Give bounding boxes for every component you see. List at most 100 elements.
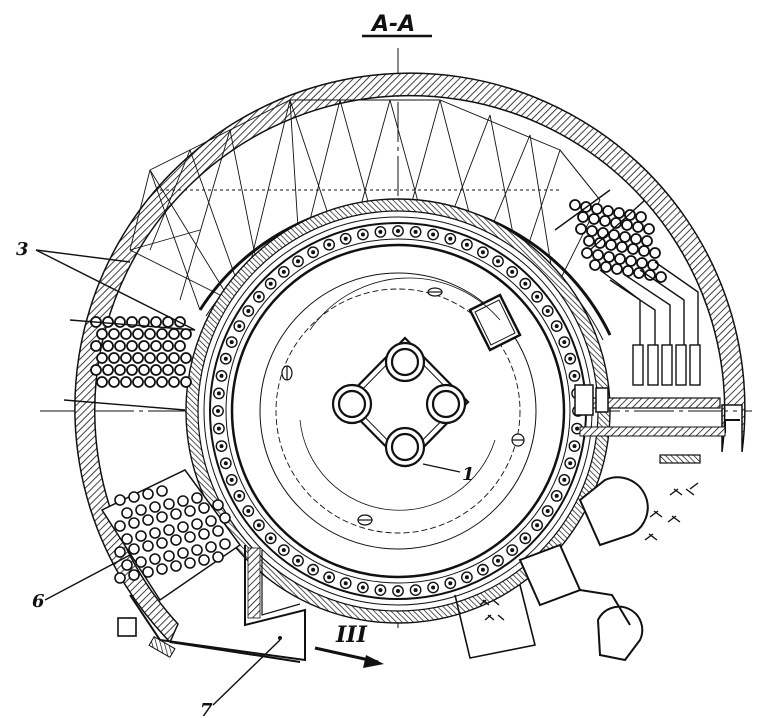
channel-tube-core <box>523 281 528 286</box>
bundle-tube <box>647 259 659 271</box>
bundle-tube <box>142 540 154 552</box>
bundle-tube <box>156 537 168 549</box>
bundle-tube <box>616 241 628 253</box>
bundle-tube <box>581 247 593 259</box>
bundle-tube <box>212 551 224 563</box>
channel-tube-core <box>281 269 286 274</box>
channel-tube-core <box>572 444 577 449</box>
bundle-tube <box>569 199 581 211</box>
channel-tube-core <box>360 232 365 237</box>
bundle-tube <box>163 550 175 562</box>
outlet-duct <box>574 384 740 464</box>
channel-tube-core <box>431 232 436 237</box>
bundle-tube <box>156 511 168 523</box>
bundle-tube <box>589 259 601 271</box>
bundle-tube <box>156 376 168 388</box>
bundle-tube <box>96 376 108 388</box>
channel-tube-core <box>575 426 580 431</box>
channel-tube-core <box>562 340 567 345</box>
inspection-hatch <box>468 293 522 352</box>
bundle-tube <box>177 547 189 559</box>
channel-tube-core <box>343 236 348 241</box>
channel-tube-core <box>554 493 559 498</box>
channel-tube-core <box>311 250 316 255</box>
bundle-tube <box>168 328 180 340</box>
bundle-tube <box>625 255 637 267</box>
bundle-tube <box>144 352 156 364</box>
bundle-tube <box>120 352 132 364</box>
bottom-outlet-channel <box>117 545 306 663</box>
channel-tube-core <box>223 356 228 361</box>
bundle-tube <box>132 328 144 340</box>
bundle-tube <box>142 488 154 500</box>
bundle-tube <box>150 340 162 352</box>
label-view-arrow: III <box>335 622 368 648</box>
channel-tube-core <box>396 229 400 233</box>
bundle-tube <box>603 251 615 263</box>
channel-tube-core <box>496 558 500 563</box>
bundle-tube <box>121 559 133 571</box>
channel-tube-core <box>216 391 221 396</box>
bundle-tube <box>611 263 623 275</box>
bundle-tube <box>114 364 126 376</box>
bundle-tube <box>621 219 633 231</box>
bundle-tube <box>168 376 180 388</box>
bundle-tube <box>128 491 140 503</box>
bundle-tube <box>150 316 162 328</box>
bundle-tube <box>655 271 667 283</box>
bundle-tube <box>96 352 108 364</box>
bundle-tube <box>205 515 217 527</box>
channel-tube-core <box>223 461 228 466</box>
bundle-tube <box>102 316 114 328</box>
bundle-tube <box>142 566 154 578</box>
bundle-tube <box>108 352 120 364</box>
bundle-tube <box>108 328 120 340</box>
channel-tube-core <box>431 585 436 590</box>
channel-tube-core <box>378 229 383 234</box>
bundle-tube <box>614 253 626 265</box>
bundle-tube <box>114 494 126 506</box>
lens-markers <box>281 287 525 526</box>
bundle-tube <box>219 538 231 550</box>
channel-tube-core <box>216 426 221 431</box>
bundle-tube <box>632 221 644 233</box>
bundle-tube <box>641 235 653 247</box>
channel-tube-core <box>535 523 540 528</box>
channel-ring <box>212 225 584 597</box>
channel-tube-core <box>496 259 500 264</box>
channel-tube-core <box>562 477 567 482</box>
bundle-tube <box>132 376 144 388</box>
bundle-tube <box>600 261 612 273</box>
bundle-tube <box>184 505 196 517</box>
bundle-tube <box>577 211 589 223</box>
bundle-tube <box>108 376 120 388</box>
bundle-tube <box>121 507 133 519</box>
bundle-divider-lines <box>63 189 646 411</box>
channel-tube-core <box>464 575 469 580</box>
bundle-tube <box>610 217 622 229</box>
bundle-tube <box>135 504 147 516</box>
bundle-tube <box>144 328 156 340</box>
heat-exchanger-tubes <box>599 261 701 386</box>
bundle-tube <box>191 518 203 530</box>
bundle-tube <box>177 495 189 507</box>
bundle-tube <box>180 376 192 388</box>
bundle-tube <box>120 376 132 388</box>
bundle-tube <box>583 235 595 247</box>
bundle-tube <box>184 557 196 569</box>
central-core <box>331 336 470 468</box>
channel-tube-core <box>327 242 332 247</box>
label-item-7: 7 <box>200 700 213 718</box>
section-title: A-A <box>370 12 415 37</box>
bundle-tube <box>102 340 114 352</box>
channel-tube-core <box>572 373 577 378</box>
channel-tube-core <box>219 444 224 449</box>
bundle-tube <box>174 364 186 376</box>
channel-tube-core <box>545 509 550 513</box>
channel-tube-core <box>464 242 469 247</box>
channel-tube-core <box>219 373 224 378</box>
view-arrow <box>314 646 384 668</box>
bundle-tube <box>132 352 144 364</box>
bundle-tube <box>90 364 102 376</box>
bundle-tube <box>638 245 650 257</box>
